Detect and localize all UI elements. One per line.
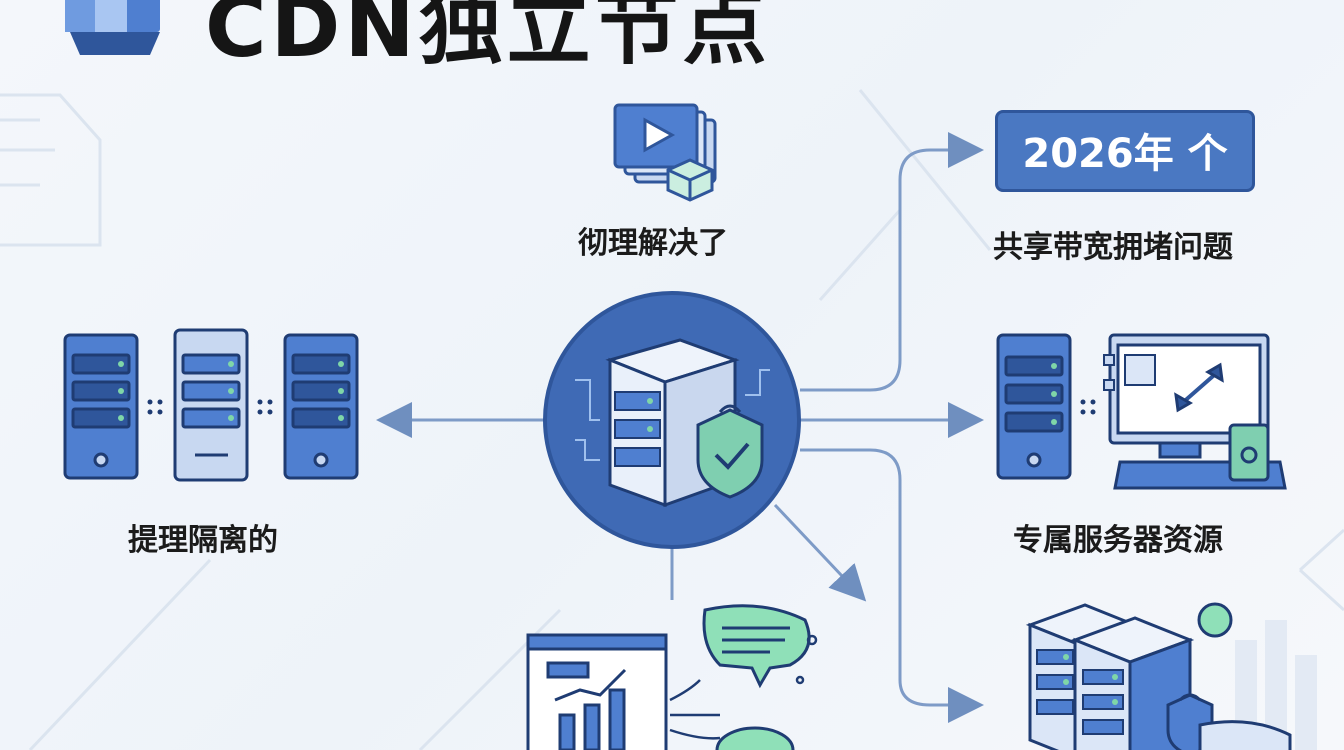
- label-top-center: 彻理解决了: [578, 226, 728, 261]
- label-right-middle: 专属服务器资源: [1013, 523, 1223, 558]
- label-right-top: 共享带宽拥堵问题: [993, 230, 1233, 265]
- shield-check-icon: [696, 404, 764, 499]
- year-box: 2026年 个: [995, 110, 1255, 192]
- page-title: CDN独立节点: [205, 0, 771, 76]
- server-rack-icon: [605, 338, 740, 508]
- label-left: 提理隔离的: [128, 523, 278, 558]
